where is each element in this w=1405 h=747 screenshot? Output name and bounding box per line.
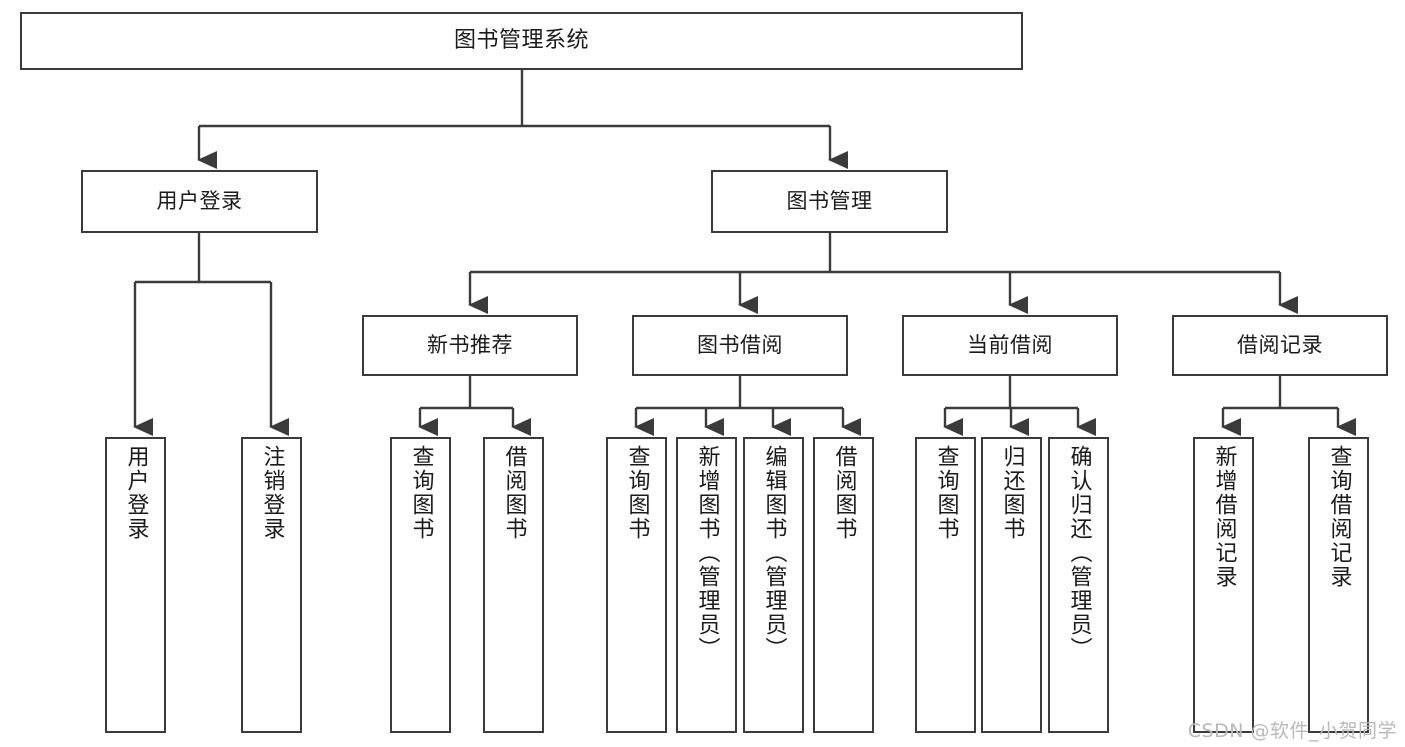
node-current-borrow[interactable]: 当前借阅 — [902, 315, 1118, 376]
node-label: 用户登录 — [156, 188, 243, 213]
node-book-borrow[interactable]: 图书借阅 — [632, 315, 848, 376]
leaf-record-query-record[interactable]: 查询借阅记录 — [1308, 437, 1369, 733]
node-label: 查询图书 — [408, 445, 434, 541]
leaf-recommend-query-book[interactable]: 查询图书 — [390, 437, 451, 733]
node-root-system[interactable]: 图书管理系统 — [20, 12, 1023, 70]
node-label: 查询图书 — [933, 445, 959, 541]
node-label: 新书推荐 — [427, 332, 513, 357]
node-label: 确认归还（管理员） — [1066, 445, 1092, 661]
node-label: 编辑图书（管理员） — [761, 445, 787, 661]
node-label: 借阅图书 — [831, 445, 857, 541]
leaf-recommend-borrow-book[interactable]: 借阅图书 — [483, 437, 544, 733]
node-new-book-recommend[interactable]: 新书推荐 — [362, 315, 578, 376]
leaf-user-login-signin[interactable]: 用户登录 — [105, 437, 166, 733]
leaf-current-query-book[interactable]: 查询图书 — [915, 437, 976, 733]
node-label: 查询图书 — [624, 445, 650, 541]
node-label: 查询借阅记录 — [1326, 445, 1352, 589]
node-label: 图书借阅 — [697, 332, 783, 357]
node-label: 当前借阅 — [967, 332, 1053, 357]
leaf-borrow-query-book[interactable]: 查询图书 — [606, 437, 667, 733]
leaf-current-return-book[interactable]: 归还图书 — [981, 437, 1042, 733]
leaf-current-confirm-return-admin[interactable]: 确认归还（管理员） — [1048, 437, 1109, 733]
watermark-text: CSDN @软件_小贺同学 — [1187, 720, 1397, 742]
node-borrow-record[interactable]: 借阅记录 — [1172, 315, 1388, 376]
leaf-user-login-signout[interactable]: 注销登录 — [241, 437, 302, 733]
leaf-borrow-borrow-book[interactable]: 借阅图书 — [813, 437, 874, 733]
node-label: 借阅图书 — [501, 445, 527, 541]
node-user-login[interactable]: 用户登录 — [81, 170, 318, 233]
node-label: 借阅记录 — [1237, 332, 1323, 357]
node-label: 归还图书 — [999, 445, 1025, 541]
leaf-borrow-add-book-admin[interactable]: 新增图书（管理员） — [676, 437, 737, 733]
node-book-management[interactable]: 图书管理 — [711, 170, 948, 233]
node-label: 新增图书（管理员） — [694, 445, 720, 661]
node-label: 新增借阅记录 — [1211, 445, 1237, 589]
leaf-record-add-record[interactable]: 新增借阅记录 — [1193, 437, 1254, 733]
node-label: 用户登录 — [123, 445, 149, 541]
node-label: 注销登录 — [259, 445, 285, 541]
leaf-borrow-edit-book-admin[interactable]: 编辑图书（管理员） — [743, 437, 804, 733]
node-label: 图书管理系统 — [453, 27, 589, 53]
node-label: 图书管理 — [786, 188, 873, 213]
